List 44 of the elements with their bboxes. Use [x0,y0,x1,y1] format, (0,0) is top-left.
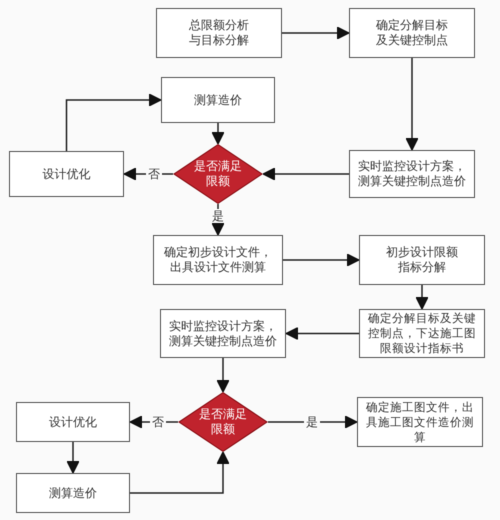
node-label: 测算造价 [49,486,97,500]
node-label: 测算造价 [194,92,242,108]
node-label: 是否满足限额 [193,159,243,189]
process-box [359,235,485,285]
node-label: 设计优化 [42,166,90,182]
process-box [16,473,130,513]
node-label: 实时监控设计方案，测算关键控制点造价 [357,159,467,189]
arrow [282,26,350,40]
arrow [130,451,230,494]
node-label: 是否满足限额 [198,407,248,437]
process-box [349,150,475,198]
node-label: 确定分解目标及关键控制点 [375,18,449,48]
arrow [285,326,359,340]
node-label: 确定初步设计文件，出具设计文件测算 [163,245,273,275]
node-label: 初步设计限额指标分解 [385,245,459,275]
process-box [16,402,130,442]
arrow [216,358,230,393]
node-label: 确定施工图文件，出具施工图文件造价测算 [365,400,475,444]
arrow [283,253,360,267]
decision-diamond [178,392,268,452]
process-box [359,309,485,358]
arrow [123,167,173,181]
arrow [211,123,225,145]
process-box [357,397,483,447]
process-box [153,235,283,285]
edge-label: 是 [210,209,226,223]
node-label: 总限额分析与目标分解 [188,18,250,48]
arrow [415,285,429,310]
arrow [405,58,419,151]
arrow [66,93,162,151]
decision-diamond [173,144,263,204]
edge-label: 否 [150,415,166,429]
edge-label: 否 [146,167,162,181]
node-label: 确定分解目标及关键控制点，下达施工图限额设计指标书 [367,311,477,356]
node-label: 设计优化 [49,414,97,430]
node-label: 实时监控设计方案，测算关键控制点造价 [168,318,278,348]
process-box [160,309,286,358]
process-box [156,8,282,58]
process-box [349,8,475,58]
arrow [66,442,80,474]
process-box [161,77,275,123]
process-box [9,151,124,197]
edge-label: 是 [304,415,320,429]
arrow [262,167,349,181]
